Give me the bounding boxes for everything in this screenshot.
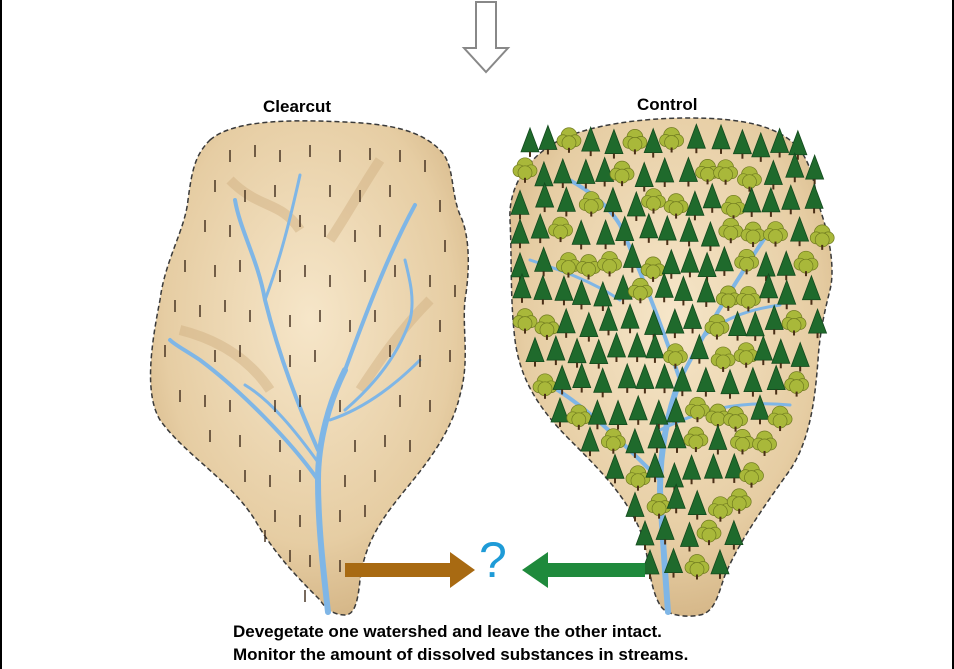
question-mark: ?: [479, 535, 507, 585]
control-label: Control: [637, 95, 697, 115]
down-arrow-outline-icon: [464, 2, 508, 72]
control-watershed: [510, 118, 834, 616]
left-arrow-icon: [522, 552, 645, 588]
clearcut-label: Clearcut: [263, 97, 331, 117]
caption-line-2: Monitor the amount of dissolved substanc…: [233, 645, 688, 665]
caption-line-1: Devegetate one watershed and leave the o…: [233, 622, 662, 642]
clearcut-terrain: [151, 121, 469, 615]
clearcut-watershed: [151, 121, 469, 615]
control-terrain: [510, 118, 832, 616]
conifer-tree: [521, 128, 539, 157]
